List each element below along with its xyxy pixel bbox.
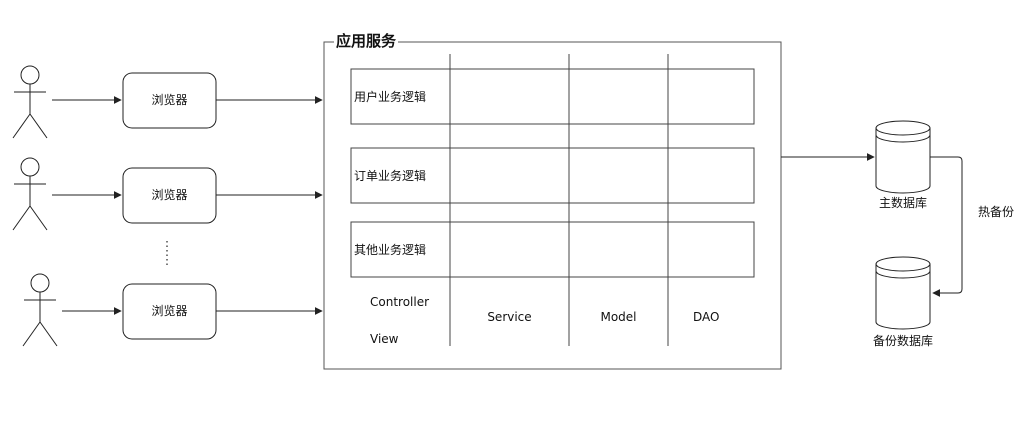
user-actor-3 — [22, 273, 58, 347]
backup-db-label: 备份数据库 — [872, 334, 933, 348]
backup-db-cylinder — [875, 256, 931, 330]
app-service-container — [323, 41, 782, 370]
layer-label-service: Service — [487, 310, 532, 324]
row-label-order: 订单业务逻辑 — [354, 169, 427, 183]
browser-label-1: 浏览器 — [151, 93, 188, 107]
row-label-user: 用户业务逻辑 — [354, 90, 427, 104]
layer-label-view: View — [370, 332, 399, 346]
primary-db-cylinder — [875, 120, 931, 194]
primary-db-label: 主数据库 — [878, 196, 927, 210]
user-actor-2 — [12, 157, 48, 231]
user-actor-1 — [12, 65, 48, 139]
app-service-title: 应用服务 — [334, 32, 399, 50]
row-box-other — [350, 221, 755, 278]
row-label-other: 其他业务逻辑 — [354, 243, 427, 257]
browser-label-3: 浏览器 — [151, 304, 188, 318]
layer-label-model: Model — [600, 310, 637, 324]
replication-connector — [930, 156, 963, 297]
replication-label: 热备份 — [978, 205, 1015, 219]
layer-label-dao: DAO — [693, 310, 720, 324]
layer-label-controller: Controller — [370, 295, 430, 309]
row-box-user — [350, 68, 755, 125]
row-box-order — [350, 147, 755, 204]
browser-label-2: 浏览器 — [151, 188, 188, 202]
